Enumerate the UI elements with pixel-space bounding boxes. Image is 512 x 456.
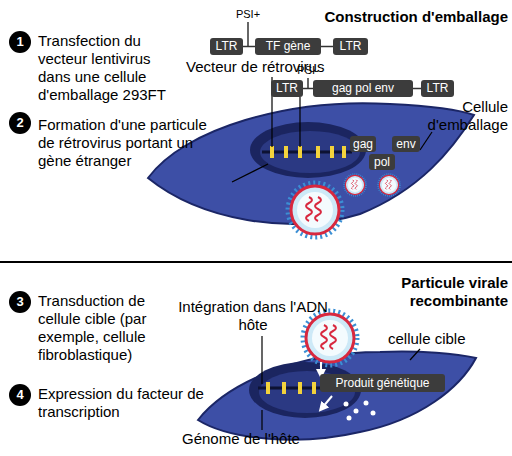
gene-insert bbox=[330, 146, 334, 158]
part-label: cellule cible bbox=[388, 330, 498, 348]
divider bbox=[0, 261, 512, 263]
section-heading: Particule virale recombinante bbox=[360, 274, 508, 310]
psi-label: PSI+ bbox=[228, 8, 268, 21]
gene-label: pol bbox=[374, 156, 390, 169]
step-number: 2 bbox=[9, 112, 31, 134]
leader-line bbox=[261, 336, 262, 384]
virus-particle bbox=[288, 183, 342, 237]
psi-marker bbox=[247, 22, 248, 46]
step-text: Formation d'une particule de rétrovirus … bbox=[38, 116, 216, 170]
dna-strand bbox=[262, 151, 352, 154]
gene-box: LTR bbox=[333, 38, 368, 55]
psi-marker bbox=[307, 78, 308, 88]
gene-insert bbox=[282, 382, 286, 394]
gene-insert bbox=[342, 146, 346, 158]
gene-insert bbox=[312, 382, 316, 394]
protein-dot bbox=[344, 402, 349, 407]
gene-label: LTR bbox=[427, 82, 449, 95]
gene-label: LTR bbox=[216, 40, 238, 53]
gene-insert bbox=[266, 382, 270, 394]
protein-dot bbox=[371, 411, 376, 416]
gene-label: gag bbox=[353, 138, 373, 151]
section-heading: Construction d'emballage bbox=[300, 8, 508, 26]
gene-box: TF gène bbox=[255, 38, 321, 55]
connector-line bbox=[413, 88, 421, 90]
virus-particle bbox=[303, 311, 357, 365]
protein-dot bbox=[347, 416, 352, 421]
gene-insert bbox=[270, 146, 274, 158]
step-number: 3 bbox=[9, 291, 31, 313]
gene-box: Produit génétique bbox=[320, 374, 445, 392]
expression-arrow bbox=[322, 396, 332, 408]
step-text: Expression du facteur de transcription bbox=[38, 385, 208, 421]
gene-label: LTR bbox=[340, 40, 362, 53]
gene-insert bbox=[298, 146, 302, 158]
gene-insert bbox=[316, 146, 320, 158]
leader-line bbox=[420, 132, 432, 150]
gene-box: pol bbox=[369, 154, 395, 170]
connector-line bbox=[303, 88, 313, 90]
gene-box: LTR bbox=[271, 80, 303, 97]
connector-line bbox=[321, 46, 333, 48]
callout-number: 1 bbox=[16, 35, 23, 49]
callout-number: 2 bbox=[16, 116, 23, 130]
part-label: Génome de l'hôte bbox=[182, 430, 332, 448]
virus-particle bbox=[344, 174, 366, 196]
gene-insert bbox=[284, 146, 288, 158]
callout-number: 3 bbox=[16, 295, 23, 309]
gene-box: gag bbox=[350, 136, 376, 152]
gene-label: LTR bbox=[276, 82, 298, 95]
psi-label: PSI- bbox=[288, 64, 328, 77]
gene-label: gag pol env bbox=[332, 82, 394, 95]
leader-line bbox=[232, 164, 268, 182]
step-text: Transduction de cellule cible (par exemp… bbox=[38, 292, 183, 364]
gene-insert bbox=[298, 382, 302, 394]
gene-label: Produit génétique bbox=[335, 377, 429, 390]
gene-label: TF gène bbox=[266, 40, 311, 53]
leader-line bbox=[299, 97, 300, 147]
leader-line bbox=[410, 349, 420, 360]
integration-arrow bbox=[320, 362, 322, 374]
gene-label: env bbox=[396, 138, 415, 151]
callout-number: 4 bbox=[16, 388, 23, 402]
protein-dot bbox=[354, 409, 359, 414]
virus-particle bbox=[378, 174, 400, 196]
gene-box: LTR bbox=[421, 80, 454, 97]
part-label: Cellule d'emballage bbox=[398, 98, 508, 134]
connector-line bbox=[243, 46, 255, 48]
gene-box: env bbox=[392, 136, 420, 152]
nucleus bbox=[250, 122, 366, 178]
part-label: Intégration dans l'ADN hôte bbox=[178, 298, 328, 334]
nucleus-inner bbox=[260, 131, 360, 173]
step-number: 4 bbox=[9, 384, 31, 406]
step-number: 1 bbox=[9, 31, 31, 53]
leader-line bbox=[261, 410, 262, 430]
part-label: Vecteur de rétrovirus bbox=[186, 58, 356, 76]
gene-box: gag pol env bbox=[313, 80, 413, 97]
gene-box: LTR bbox=[210, 38, 243, 55]
step-text: Transfection du vecteur lentivirus dans … bbox=[38, 32, 180, 104]
protein-dot bbox=[364, 401, 369, 406]
